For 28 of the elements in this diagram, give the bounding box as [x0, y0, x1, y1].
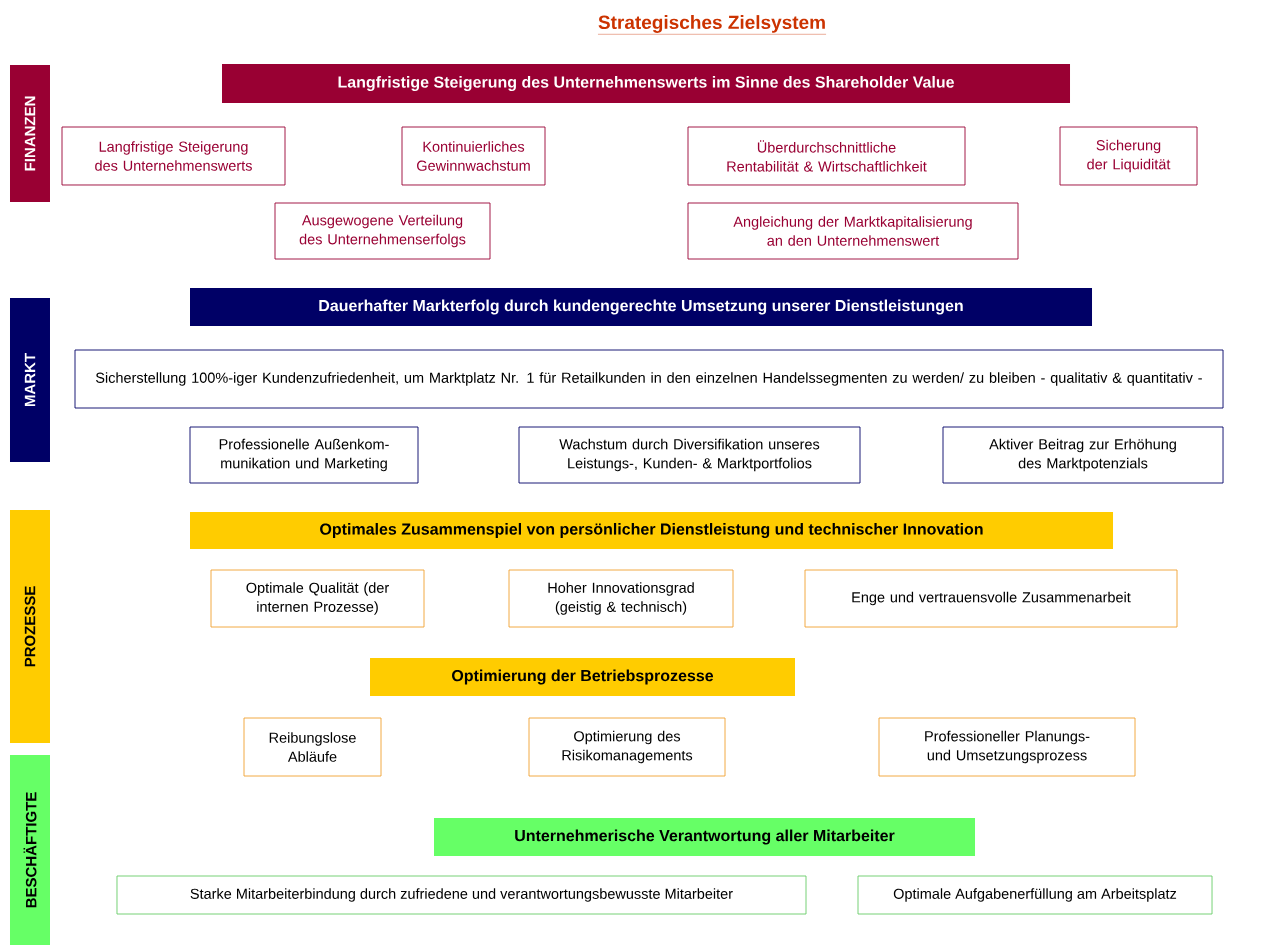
category-band: PROZESSE — [10, 510, 50, 743]
goal-box: Wachstum durch Diversifikation unseres Leistungs-, Kunden- & Marktportfolios — [518, 426, 861, 484]
goal-box: Enge und vertrauensvolle Zusammenarbeit — [804, 569, 1178, 628]
goal-box: Sicherung der Liquidität — [1059, 126, 1198, 186]
category-band: MARKT — [10, 298, 50, 462]
goal-box: Überdurchschnittliche Rentabilität & Wirtschaftlichkeit — [687, 126, 966, 186]
goal-box: Aktiver Beitrag zur Erhöhung des Marktpotenzials — [942, 426, 1224, 484]
goal-box: Optimale Aufgabenerfüllung am Arbeitsplatz — [857, 875, 1213, 915]
goal-box: Kontinuierliches Gewinnwachstum — [401, 126, 546, 186]
goal-banner: Optimierung der Betriebsprozesse — [370, 658, 795, 696]
goal-box: Optimierung des Risikomanagements — [528, 717, 726, 777]
category-band: FINANZEN — [10, 65, 50, 202]
goal-box: Professionelle Außenkom- munikation und Marketing — [189, 426, 419, 484]
title: Strategisches Zielsystem — [597, 15, 827, 35]
goal-box: Starke Mitarbeiterbindung durch zufriedene und verantwortungsbewusste Mitarbeiter — [116, 875, 807, 915]
goal-box: Sicherstellung 100%-iger Kundenzufriedenheit, um Marktplatz Nr. 1 für Retailkunden in den einzelnen Handelssegmenten zu werden/ zu bleiben - qualitativ & quantitativ - — [74, 349, 1224, 409]
goal-banner: Dauerhafter Markterfolg durch kundengerechte Umsetzung unserer Dienstleistungen — [190, 288, 1092, 326]
goal-box: Optimale Qualität (der internen Prozesse) — [210, 569, 425, 628]
goal-box: Professioneller Planungs- und Umsetzungsprozess — [878, 717, 1136, 777]
goal-banner: Optimales Zusammenspiel von persönlicher Dienstleistung und technischer Innovation — [190, 512, 1113, 549]
goal-banner: Unternehmerische Verantwortung aller Mitarbeiter — [434, 818, 975, 856]
category-band: BESCHÄFTIGTE — [10, 755, 50, 945]
goal-box: Langfristige Steigerung des Unternehmenswerts — [61, 126, 286, 186]
goal-box: Reibungslose Abläufe — [243, 717, 382, 777]
goal-banner: Langfristige Steigerung des Unternehmenswerts im Sinne des Shareholder Value — [222, 64, 1070, 103]
goal-box: Ausgewogene Verteilung des Unternehmenserfolgs — [274, 202, 491, 260]
goal-box: Angleichung der Marktkapitalisierung an den Unternehmenswert — [687, 202, 1019, 260]
goal-box: Hoher Innovationsgrad (geistig & technisch) — [508, 569, 734, 628]
